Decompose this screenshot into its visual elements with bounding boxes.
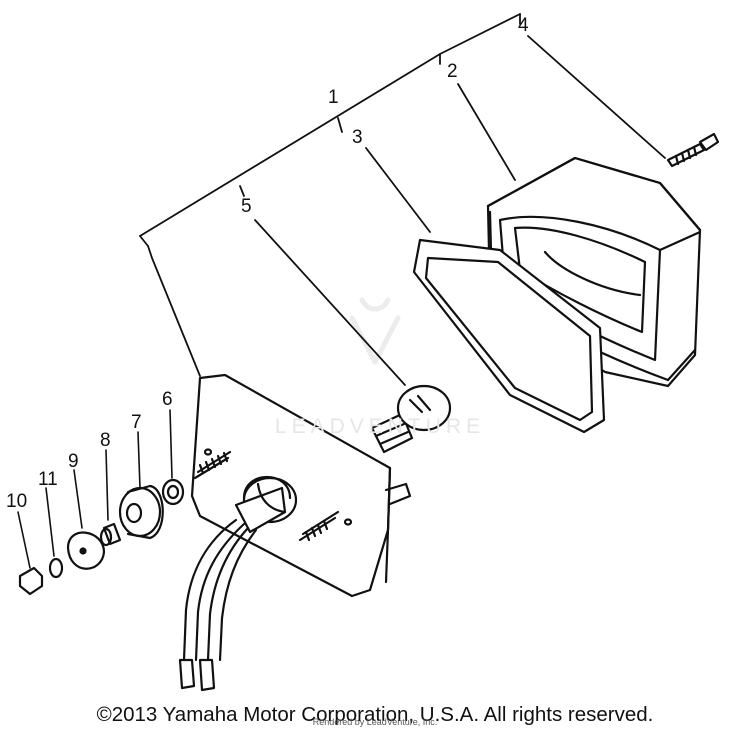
base-plate-part-1 <box>190 373 412 598</box>
gasket-part-3 <box>412 238 606 434</box>
grommet-part-7 <box>118 484 164 540</box>
washer-part-9 <box>66 531 106 570</box>
lock-washer-part-11 <box>48 557 64 579</box>
part-label-2: 2 <box>447 61 458 82</box>
washer-part-6 <box>161 478 185 506</box>
collar-part-8 <box>99 522 122 547</box>
wire-harness <box>178 518 258 692</box>
part-label-3: 3 <box>352 127 363 148</box>
bulb-part-5 <box>370 384 452 454</box>
label-leaders <box>17 409 173 569</box>
part-label-5: 5 <box>241 196 252 217</box>
part-label-1: 1 <box>328 87 339 108</box>
nut-part-10 <box>18 566 44 596</box>
part-label-9: 9 <box>68 451 79 472</box>
rendered-by-notice: Rendered by LeadVenture, Inc. <box>312 717 438 727</box>
watermark-text: LEADVENTURE <box>274 415 486 438</box>
part-label-11: 11 <box>38 469 58 490</box>
part-label-6: 6 <box>162 389 173 410</box>
part-label-4: 4 <box>518 15 529 36</box>
part-label-10: 10 <box>6 491 28 512</box>
watermark-logo <box>349 297 401 365</box>
copyright-notice: ©2013 Yamaha Motor Corporation, U.S.A. A… <box>96 703 654 726</box>
screw-part-4 <box>666 132 720 168</box>
leader-lines <box>139 13 666 386</box>
part-label-7: 7 <box>131 412 142 433</box>
part-label-8: 8 <box>100 430 111 451</box>
